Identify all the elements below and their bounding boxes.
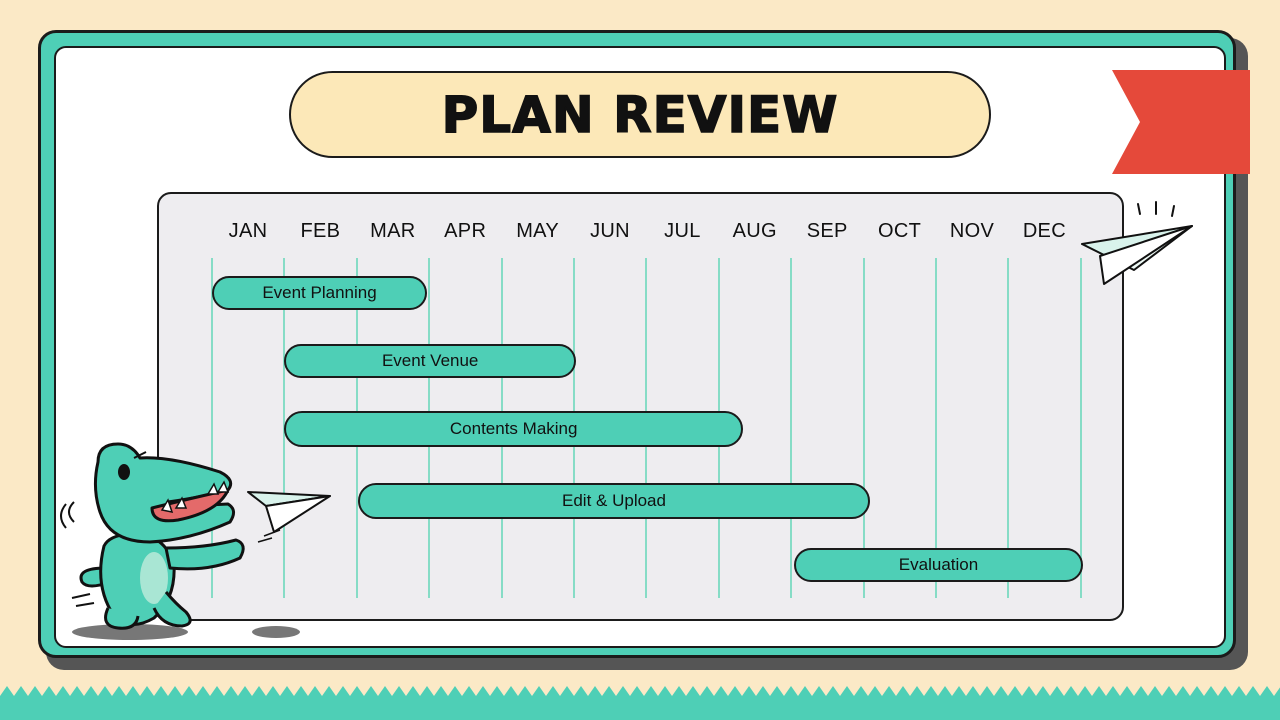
- gridline: [790, 258, 793, 598]
- title-banner: PLAN REVIEW: [289, 71, 991, 158]
- month-label-jan: JAN: [228, 220, 268, 242]
- task-bar-evaluation: Evaluation: [794, 548, 1083, 582]
- zigzag-border: [0, 686, 1280, 720]
- gridline: [211, 258, 213, 598]
- month-label-aug: AUG: [732, 220, 777, 242]
- month-label-sep: SEP: [806, 220, 848, 242]
- task-label: Event Planning: [262, 283, 377, 302]
- month-label-jun: JUN: [590, 220, 630, 242]
- paper-plane-icon: [1081, 201, 1193, 285]
- month-label-jul: JUL: [664, 220, 701, 242]
- month-label-feb: FEB: [300, 220, 341, 242]
- month-label-mar: MAR: [370, 220, 416, 242]
- gridline: [862, 258, 865, 598]
- task-bar-event-venue: Event Venue: [284, 344, 576, 378]
- task-label: Edit & Upload: [562, 491, 666, 510]
- page-title: PLAN REVIEW: [441, 85, 839, 145]
- task-bar-contents-making: Contents Making: [284, 411, 743, 447]
- month-label-dec: DEC: [1022, 220, 1066, 242]
- task-label: Event Venue: [381, 351, 479, 370]
- task-bar-edit-upload: Edit & Upload: [358, 483, 870, 519]
- crocodile-mascot: [60, 442, 300, 640]
- gridline: [935, 258, 937, 598]
- month-label-oct: OCT: [878, 220, 922, 242]
- paper-plane-icon: [247, 491, 331, 543]
- month-label-apr: APR: [444, 220, 487, 242]
- task-label: Evaluation: [898, 555, 979, 574]
- gridline: [1079, 258, 1082, 598]
- task-bar-event-planning: Event Planning: [212, 276, 427, 310]
- red-ribbon-flag: [1112, 70, 1250, 174]
- month-label-may: MAY: [516, 220, 559, 242]
- month-label-nov: NOV: [949, 220, 995, 242]
- task-label: Contents Making: [449, 419, 578, 438]
- gridline: [1007, 258, 1010, 598]
